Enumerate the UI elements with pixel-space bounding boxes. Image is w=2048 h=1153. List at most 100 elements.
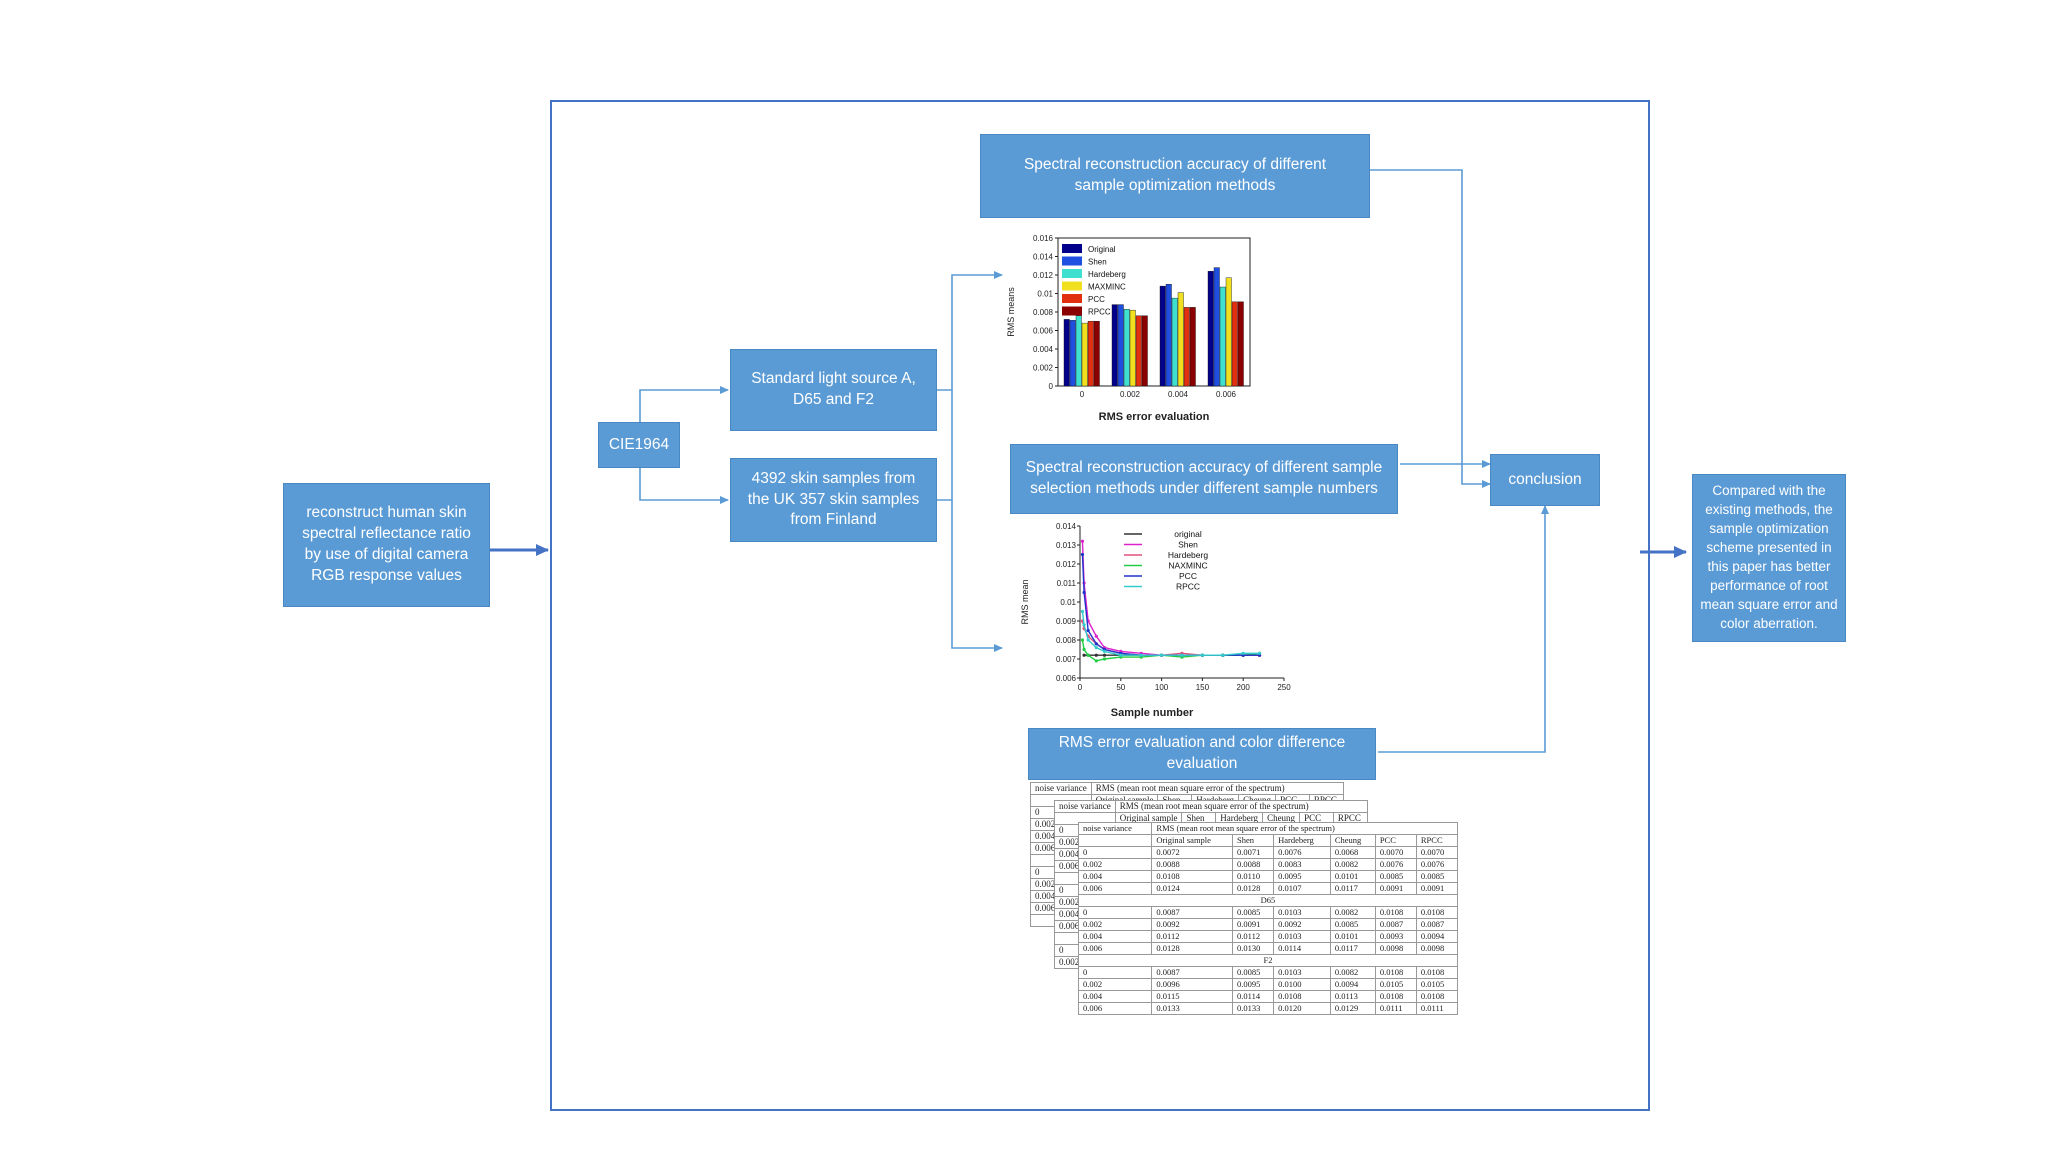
- bar-rpcc: [1141, 315, 1148, 387]
- line-point: [1080, 552, 1085, 557]
- table-cell: 0.0098: [1415, 942, 1459, 955]
- table-cell: 0.0115: [1151, 990, 1234, 1003]
- line-x-tick-label: 150: [1196, 683, 1210, 692]
- table-cell: 0.0103: [1273, 966, 1331, 979]
- table-cell: 0.0112: [1232, 930, 1275, 943]
- table-column-header: [1077, 834, 1153, 847]
- bar-legend-swatch: [1062, 306, 1082, 316]
- table-column-header: Original sample: [1151, 834, 1234, 847]
- line-point: [1086, 653, 1090, 657]
- table-header-cell: RMS (mean root mean square error of the …: [1090, 782, 1344, 795]
- table-row: D65: [1078, 894, 1458, 907]
- bar-maxminc: [1225, 277, 1232, 387]
- bar-y-tick-label: 0.006: [1033, 327, 1054, 336]
- bar-y-axis-label: RMS means: [1006, 287, 1016, 337]
- line-point: [1094, 634, 1098, 638]
- conclusion-box: conclusion: [1490, 454, 1600, 506]
- line-point: [1200, 653, 1204, 657]
- line-legend-label: Hardeberg: [1168, 550, 1208, 560]
- line-y-tick-label: 0.014: [1056, 522, 1077, 531]
- main-frame: [550, 100, 1650, 1111]
- bar-pcc: [1087, 321, 1094, 387]
- optimization-box: Spectral reconstruction accuracy of diff…: [980, 134, 1370, 218]
- table-column-header: PCC: [1374, 834, 1417, 847]
- line-y-tick-label: 0.013: [1056, 541, 1077, 550]
- line-y-tick-label: 0.012: [1056, 560, 1077, 569]
- table-cell: 0.0108: [1415, 966, 1459, 979]
- table-cell: 0.006: [1077, 1002, 1153, 1015]
- line-point: [1082, 653, 1086, 657]
- table-header-cell: RMS (mean root mean square error of the …: [1151, 822, 1458, 835]
- table-header-cell: noise variance: [1054, 800, 1116, 813]
- bar-maxminc: [1081, 322, 1088, 387]
- bar-original: [1111, 304, 1118, 387]
- bar-rpcc: [1093, 321, 1100, 387]
- line-legend-label: NAXMINC: [1168, 561, 1207, 571]
- table-cell: 0.0101: [1329, 870, 1376, 883]
- arrow-optimization-to-conclusion: [1370, 169, 1491, 488]
- line-point: [1102, 653, 1107, 657]
- bar-hardeberg: [1219, 286, 1226, 387]
- table-cell: 0.0133: [1151, 1002, 1234, 1015]
- table-cell: 0.0095: [1232, 978, 1275, 991]
- bar-pcc: [1183, 307, 1190, 387]
- table-cell: 0.0105: [1415, 978, 1459, 991]
- table-cell: 0.002: [1077, 918, 1153, 931]
- table-cell: 0.0092: [1151, 918, 1234, 931]
- table-cell: 0.0111: [1374, 1002, 1417, 1015]
- line-point: [1086, 638, 1090, 642]
- line-point: [1221, 653, 1225, 657]
- bar-hardeberg: [1123, 309, 1130, 387]
- table-section-label: D65: [1078, 894, 1458, 907]
- line-x-tick-label: 200: [1237, 683, 1251, 692]
- table-cell: 0.0087: [1374, 918, 1417, 931]
- line-y-tick-label: 0.009: [1056, 617, 1077, 626]
- table-cell: 0.0108: [1273, 990, 1331, 1003]
- bar-legend-label: Hardeberg: [1088, 270, 1126, 279]
- table-cell: 0.0098: [1374, 942, 1417, 955]
- line-x-tick-label: 250: [1277, 683, 1291, 692]
- bar-x-tick-label: 0.006: [1216, 390, 1237, 399]
- table-cell: 0.0085: [1232, 966, 1275, 979]
- line-point: [1094, 653, 1098, 657]
- arrow-rms-to-conclusion: [1378, 505, 1549, 753]
- line-point: [1080, 539, 1085, 543]
- table-cell: 0.002: [1077, 978, 1153, 991]
- bar-original: [1207, 271, 1214, 387]
- table-header-cell: noise variance: [1077, 822, 1153, 835]
- table-cell: 0.0112: [1151, 930, 1234, 943]
- table-cell: 0.0068: [1329, 846, 1376, 859]
- line-point: [1082, 623, 1086, 627]
- arrow-cie-to-samples: [639, 468, 729, 504]
- bar-shen: [1213, 267, 1220, 387]
- table-cell: 0: [1077, 846, 1153, 859]
- table-cell: 0.0070: [1415, 846, 1459, 859]
- line-point: [1102, 657, 1107, 661]
- table-cell: 0.0108: [1374, 906, 1417, 919]
- table-cell: 0.0108: [1415, 906, 1459, 919]
- table-cell: 0.004: [1077, 930, 1153, 943]
- bar-chart: 00.0020.0040.0060.0080.010.0120.0140.016…: [1006, 234, 1251, 423]
- line-point: [1160, 653, 1164, 657]
- table-column-header: Shen: [1232, 834, 1275, 847]
- table-cell: 0.0095: [1273, 870, 1331, 883]
- table-cell: 0.0103: [1273, 930, 1331, 943]
- table-cell: 0.0076: [1374, 858, 1417, 871]
- bar-y-tick-label: 0.01: [1037, 290, 1053, 299]
- table-cell: 0.0082: [1329, 966, 1376, 979]
- table-cell: 0.0085: [1329, 918, 1376, 931]
- line-x-axis-label: Sample number: [1111, 707, 1194, 719]
- table-cell: 0.0113: [1329, 990, 1376, 1003]
- table-cell: 0.0076: [1273, 846, 1331, 859]
- line-x-tick-label: 0: [1078, 683, 1083, 692]
- table-cell: 0.0124: [1151, 882, 1234, 895]
- line-point: [1257, 651, 1262, 655]
- bar-legend-swatch: [1062, 256, 1082, 266]
